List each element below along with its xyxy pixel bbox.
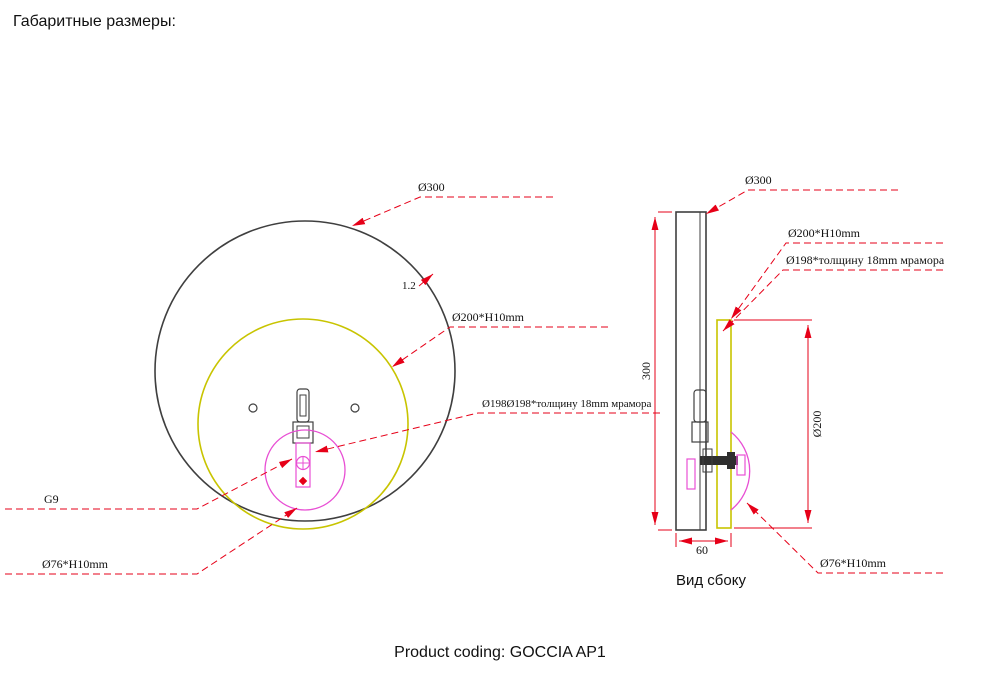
leader-small-disc [5,507,298,575]
lamp-holder-side [686,389,751,511]
label-front-outer-diameter: Ø300 [418,180,445,194]
mounting-hole-left [248,403,258,413]
outer-disc-outline [154,220,456,522]
dim-glass-diameter: Ø200 [734,319,824,529]
side-view-caption: Вид сбоку [676,572,746,589]
label-side-depth: 60 [696,543,708,557]
label-side-outer-diameter: Ø300 [745,173,772,187]
leader-outer-diameter [351,196,553,227]
leader-side-outer-diameter [705,189,898,215]
label-side-marble-disc: Ø198*толщину 18mm мрамора [786,253,945,267]
label-front-glass-disc: Ø200*H10mm [452,310,525,324]
leader-glass-thickness [418,273,434,287]
dome-hub [736,454,746,476]
fixing-block [702,448,713,473]
socket-body [292,421,314,444]
front-view: Ø300 1.2 Ø200*H10mm Ø198Ø198*толщину 18m… [5,180,660,575]
leader-marble-disc [314,412,660,453]
lamp-holder-front [292,388,314,488]
marble-disc-outline [197,318,409,530]
socket-detail [296,425,310,439]
bracket-plate-side [686,458,696,490]
bracket-plate [295,442,311,488]
leader-glass-disc [391,326,608,368]
label-side-height: 300 [639,362,653,380]
leader-side-small-disc [746,502,943,574]
label-front-small-disc: Ø76*H10mm [42,557,109,571]
label-side-small-disc: Ø76*H10mm [820,556,887,570]
socket-body-side [691,421,709,443]
bulb-glass [296,388,310,423]
side-leaders [705,189,943,574]
small-disc-outline [264,429,346,511]
dim-depth: 60 [675,533,732,557]
mounting-hole-right [350,403,360,413]
small-disc-arc [730,431,751,511]
bulb-filament [299,394,307,417]
dim-height: 300 [639,211,672,531]
leader-side-glass-disc [730,242,943,320]
label-side-glass-disc: Ø200*H10mm [788,226,861,240]
front-leaders [5,196,660,575]
label-front-socket-type: G9 [44,492,59,506]
fixing-shaft [700,456,738,465]
product-coding: Product coding: GOCCIA AP1 [394,644,606,661]
fixing-nut [727,452,735,469]
leader-socket [5,458,293,510]
label-side-glass-diameter: Ø200 [810,411,824,438]
leader-side-marble-disc [722,269,943,332]
body-outline [675,211,707,531]
marble-strip [716,319,732,529]
label-front-marble-disc: Ø198Ø198*толщину 18mm мрамора [482,398,652,410]
indicator-mark [298,476,308,486]
page-title: Габаритные размеры: [13,13,176,30]
label-front-glass-thickness: 1.2 [402,280,416,292]
side-view: 300 Ø200 60 [639,173,945,589]
